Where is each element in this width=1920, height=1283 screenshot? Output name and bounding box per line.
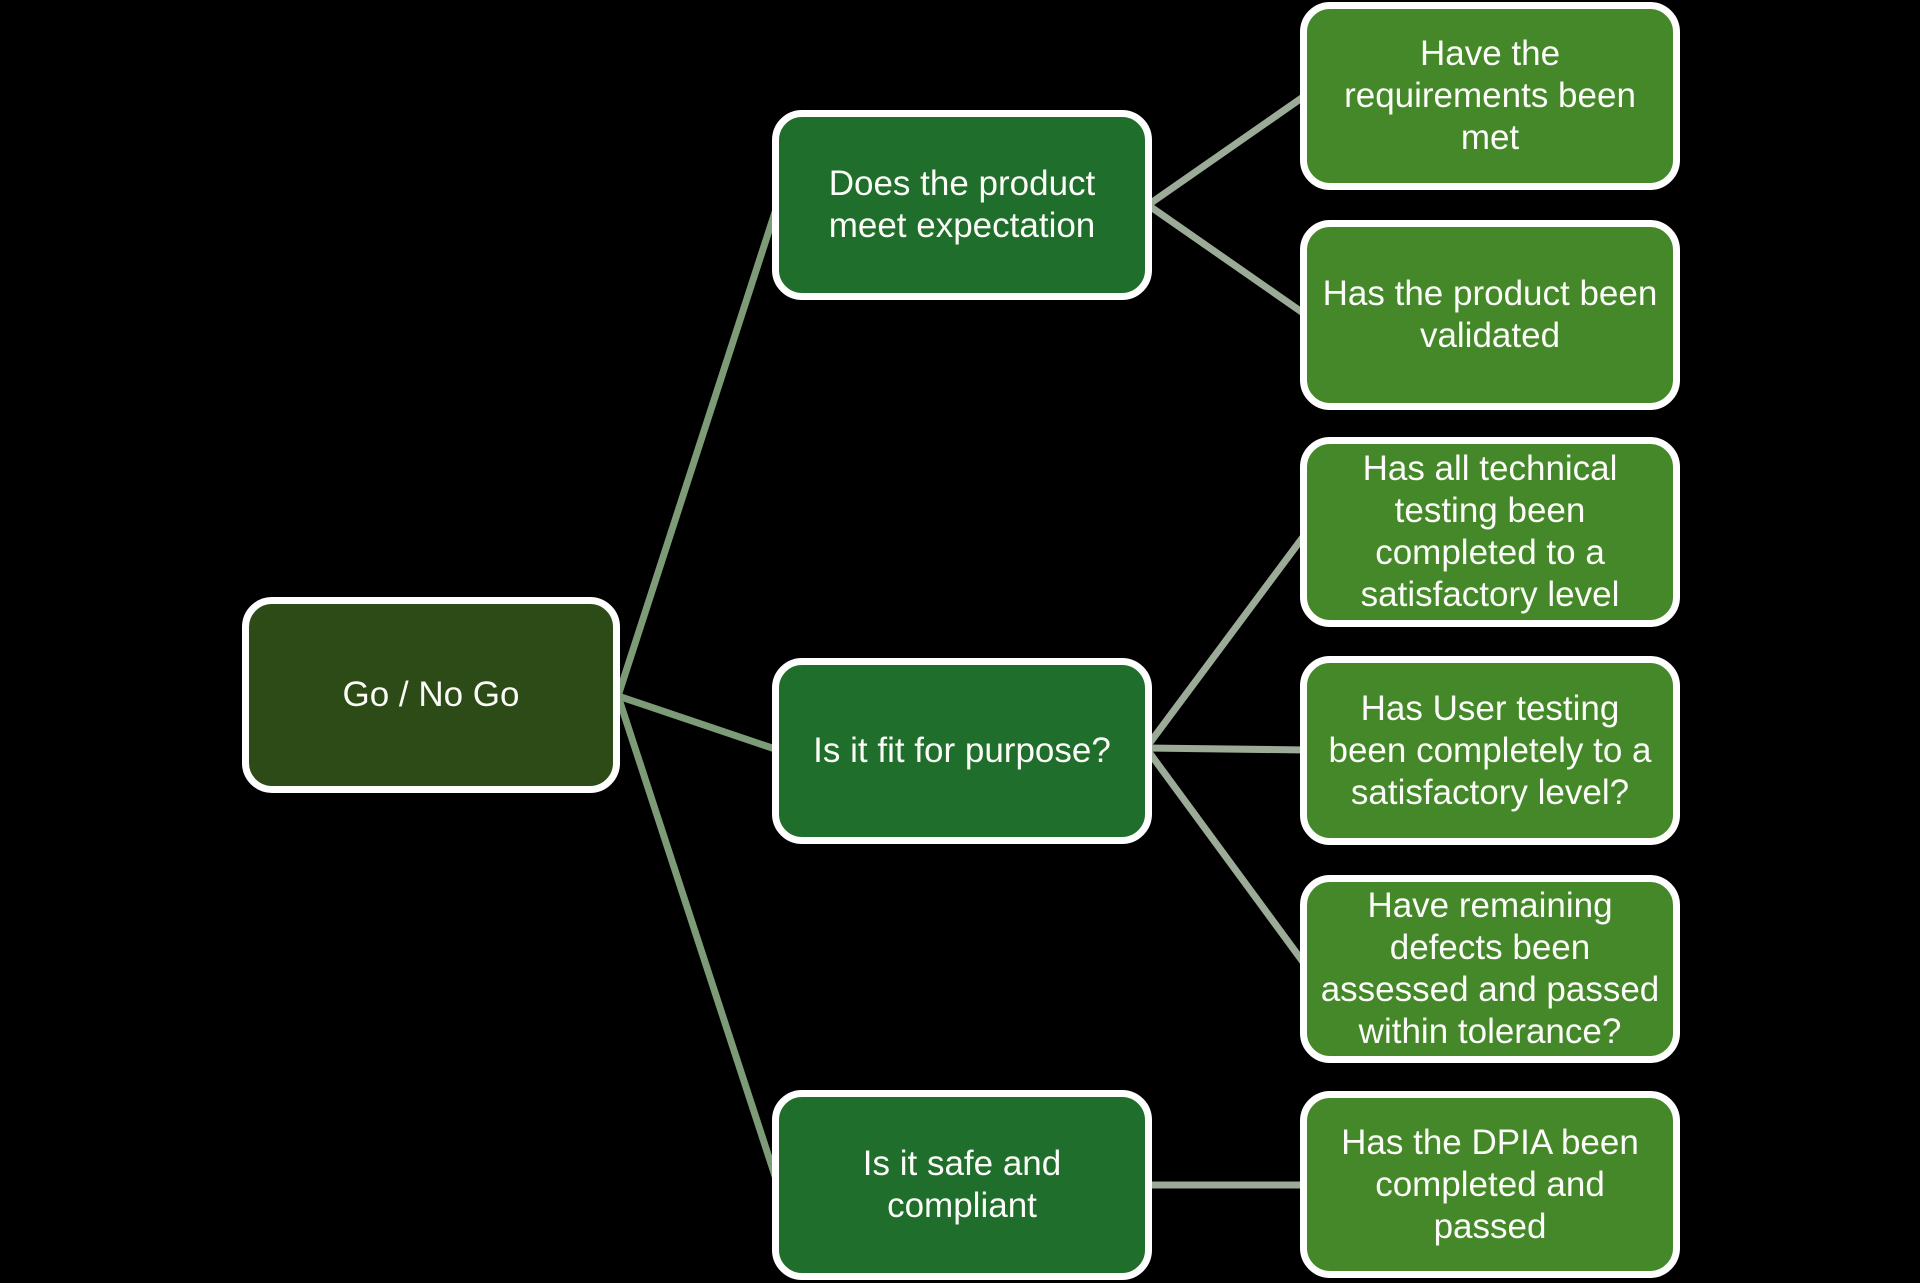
node-is-it-safe-and-compliant[interactable]: Is it safe and compliant (772, 1090, 1152, 1280)
node-user-testing-completed[interactable]: Has User testing been completely to a sa… (1300, 656, 1680, 845)
connector-branch1-leaf1 (1142, 744, 1310, 754)
node-label: Has the product been validated (1322, 274, 1658, 355)
connector-branch0-leaf0 (1144, 91, 1310, 209)
node-label: Is it fit for purpose? (813, 731, 1111, 770)
node-label: Does the product meet expectation (828, 164, 1096, 245)
node-label: Has all technical testing been completed… (1360, 449, 1620, 614)
node-does-product-meet-expectation[interactable]: Does the product meet expectation (772, 110, 1152, 300)
connector-branch1-leaf2 (1142, 744, 1310, 970)
connector-root-branch-1 (614, 692, 782, 754)
node-requirements-been-met[interactable]: Have the requirements been met (1300, 2, 1680, 190)
node-label: Is it safe and compliant (862, 1144, 1062, 1225)
node-go-no-go[interactable]: Go / No Go (242, 597, 620, 793)
node-label: Has User testing been completely to a sa… (1328, 688, 1652, 812)
connector-branch0-leaf1 (1144, 201, 1310, 319)
node-product-been-validated[interactable]: Has the product been validated (1300, 220, 1680, 410)
node-label: Go / No Go (342, 675, 520, 714)
node-label: Has the DPIA been completed and passed (1341, 1122, 1639, 1246)
node-remaining-defects-assessed[interactable]: Have remaining defects been assessed and… (1300, 875, 1680, 1063)
node-dpia-completed-passed[interactable]: Has the DPIA been completed and passed (1300, 1091, 1680, 1278)
connector-root-branch-2 (614, 692, 782, 1189)
connector-branch1-leaf0 (1142, 529, 1310, 752)
node-is-it-fit-for-purpose[interactable]: Is it fit for purpose? (772, 658, 1152, 844)
node-label: Have remaining defects been assessed and… (1320, 886, 1660, 1051)
node-technical-testing-completed[interactable]: Has all technical testing been completed… (1300, 437, 1680, 627)
node-label: Have the requirements been met (1344, 34, 1636, 157)
connector-root-branch-0 (614, 199, 782, 700)
